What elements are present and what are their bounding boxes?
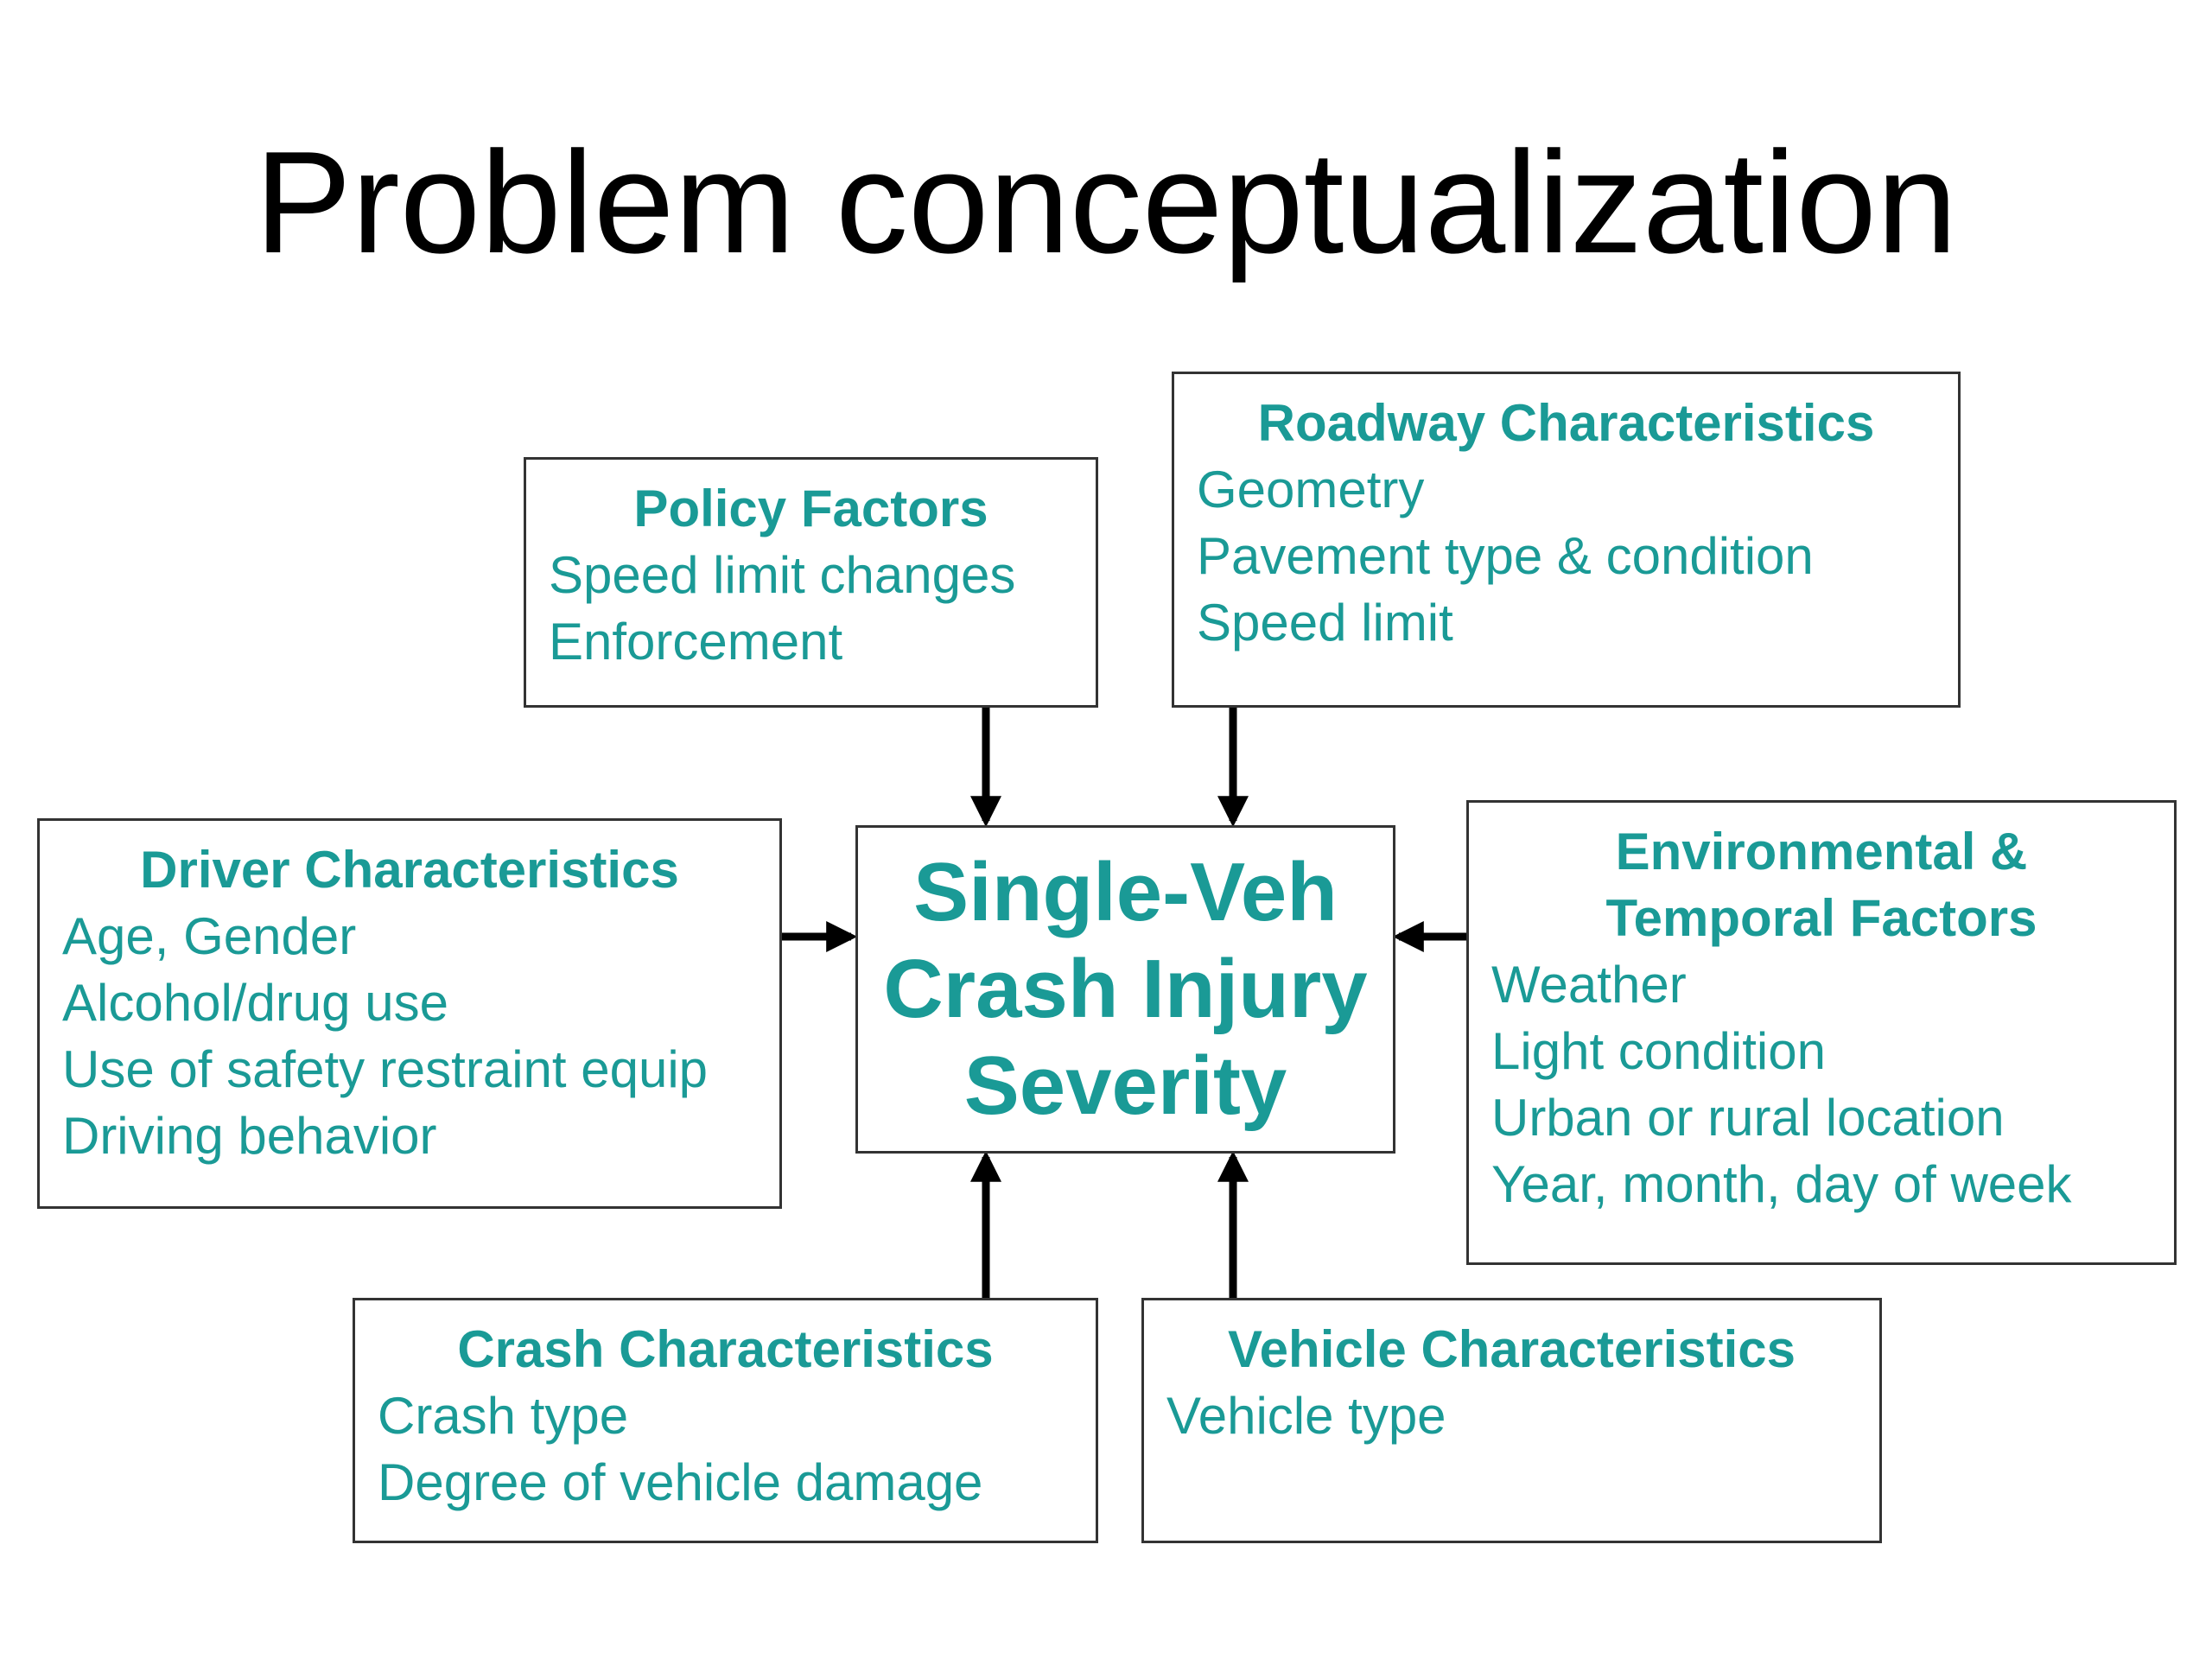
slide-title: Problem conceptualization xyxy=(254,121,1958,283)
list-item: Alcohol/drug use xyxy=(62,974,448,1032)
list-item: Crash type xyxy=(378,1387,629,1445)
box-header: Vehicle Characteristics xyxy=(1227,1320,1796,1378)
list-item: Degree of vehicle damage xyxy=(378,1453,983,1511)
roadway-characteristics-box: Roadway Characteristics Geometry Pavemen… xyxy=(1172,372,1961,708)
list-item: Enforcement xyxy=(549,613,843,671)
crash-characteristics-box: Crash Characteristics Crash type Degree … xyxy=(353,1298,1098,1543)
center-line: Crash Injury xyxy=(883,943,1368,1035)
box-header: Policy Factors xyxy=(633,480,988,537)
list-item: Weather xyxy=(1491,956,1687,1014)
policy-factors-box: Policy Factors Speed limit changes Enfor… xyxy=(524,457,1098,708)
list-item: Geometry xyxy=(1197,461,1425,518)
vehicle-characteristics-box: Vehicle Characteristics Vehicle type xyxy=(1141,1298,1882,1543)
list-item: Speed limit changes xyxy=(549,546,1016,604)
center-line: Severity xyxy=(963,1039,1287,1132)
list-item: Speed limit xyxy=(1197,594,1453,652)
center-line: Single-Veh xyxy=(913,846,1338,938)
box-header: Roadway Characteristics xyxy=(1257,394,1875,452)
crash-injury-severity-box: Single-Veh Crash Injury Severity xyxy=(855,825,1395,1154)
driver-characteristics-box: Driver Characteristics Age, Gender Alcoh… xyxy=(37,818,782,1209)
box-header: Driver Characteristics xyxy=(140,841,679,899)
box-header: Temporal Factors xyxy=(1605,889,2037,947)
box-header: Crash Characteristics xyxy=(457,1320,994,1378)
list-item: Light condition xyxy=(1491,1022,1826,1080)
list-item: Use of safety restraint equip xyxy=(62,1040,709,1098)
list-item: Vehicle type xyxy=(1166,1387,1446,1445)
list-item: Year, month, day of week xyxy=(1491,1155,2072,1213)
list-item: Pavement type & condition xyxy=(1197,527,1814,585)
box-header: Environmental & xyxy=(1615,823,2028,880)
list-item: Urban or rural location xyxy=(1491,1089,2005,1147)
environmental-temporal-factors-box: Environmental & Temporal Factors Weather… xyxy=(1466,800,2177,1265)
list-item: Age, Gender xyxy=(62,907,357,965)
list-item: Driving behavior xyxy=(62,1107,437,1165)
